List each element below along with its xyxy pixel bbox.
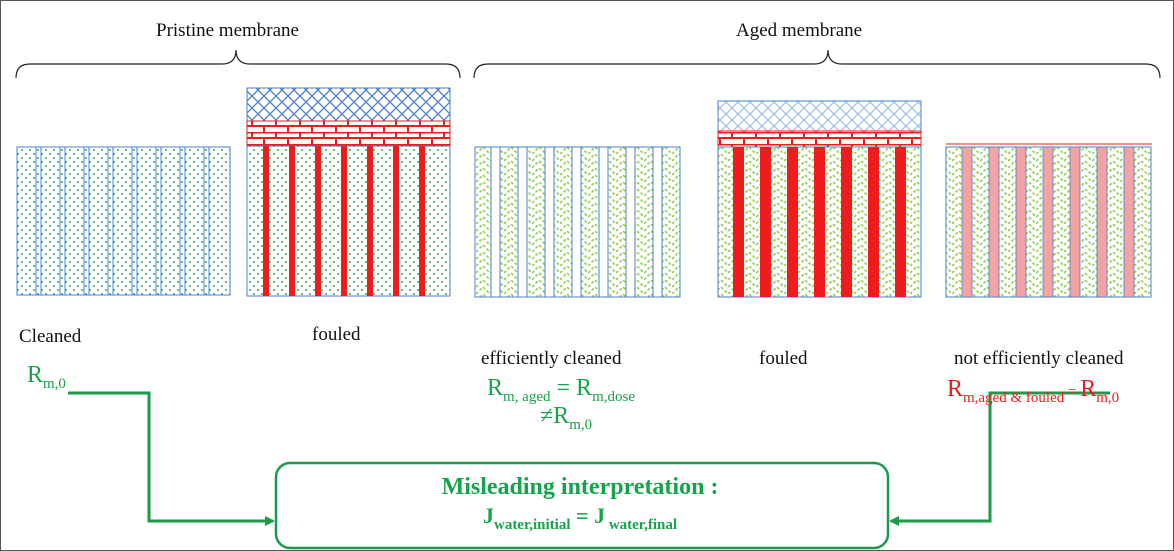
pristine-brace (15, 49, 461, 79)
label-cleaned: Cleaned (19, 326, 82, 347)
conclusion-box (274, 461, 890, 550)
label-efficiently-cleaned: efficiently cleaned (481, 348, 622, 369)
membrane-aged-not-cleaned (945, 143, 1152, 298)
aged-resistance-equation: Rm, aged = Rm,dose (487, 375, 635, 405)
conclusion-equation: Jwater,initial = J water,final (482, 503, 678, 533)
rm0-equation: Rm,0 (27, 362, 66, 392)
membrane-pristine-fouled (246, 87, 451, 297)
header-pristine: Pristine membrane (156, 20, 299, 41)
membrane-aged-cleaned (474, 146, 681, 298)
gel-layer (246, 120, 451, 147)
right-connector-arrow (889, 391, 1110, 526)
membrane-aged-fouled (717, 100, 922, 298)
label-fouled-aged: fouled (759, 348, 808, 369)
aged-not-equal-equation: ≠Rm,0 (540, 403, 593, 433)
label-fouled-pristine: fouled (312, 324, 361, 345)
cake-layer (246, 87, 451, 122)
aged-fouled-resistance-equation: Rm,aged & fouled = Rm,0 (947, 376, 1120, 406)
left-connector-arrow (68, 391, 275, 526)
membrane-pristine-cleaned (16, 146, 231, 296)
header-aged: Aged membrane (736, 20, 863, 41)
conclusion-title: Misleading interpretation : (441, 474, 719, 500)
label-not-efficiently-cleaned: not efficiently cleaned (954, 348, 1124, 369)
gel-layer-aged (717, 130, 922, 148)
cake-layer-aged (717, 100, 922, 132)
aged-brace (473, 49, 1161, 79)
